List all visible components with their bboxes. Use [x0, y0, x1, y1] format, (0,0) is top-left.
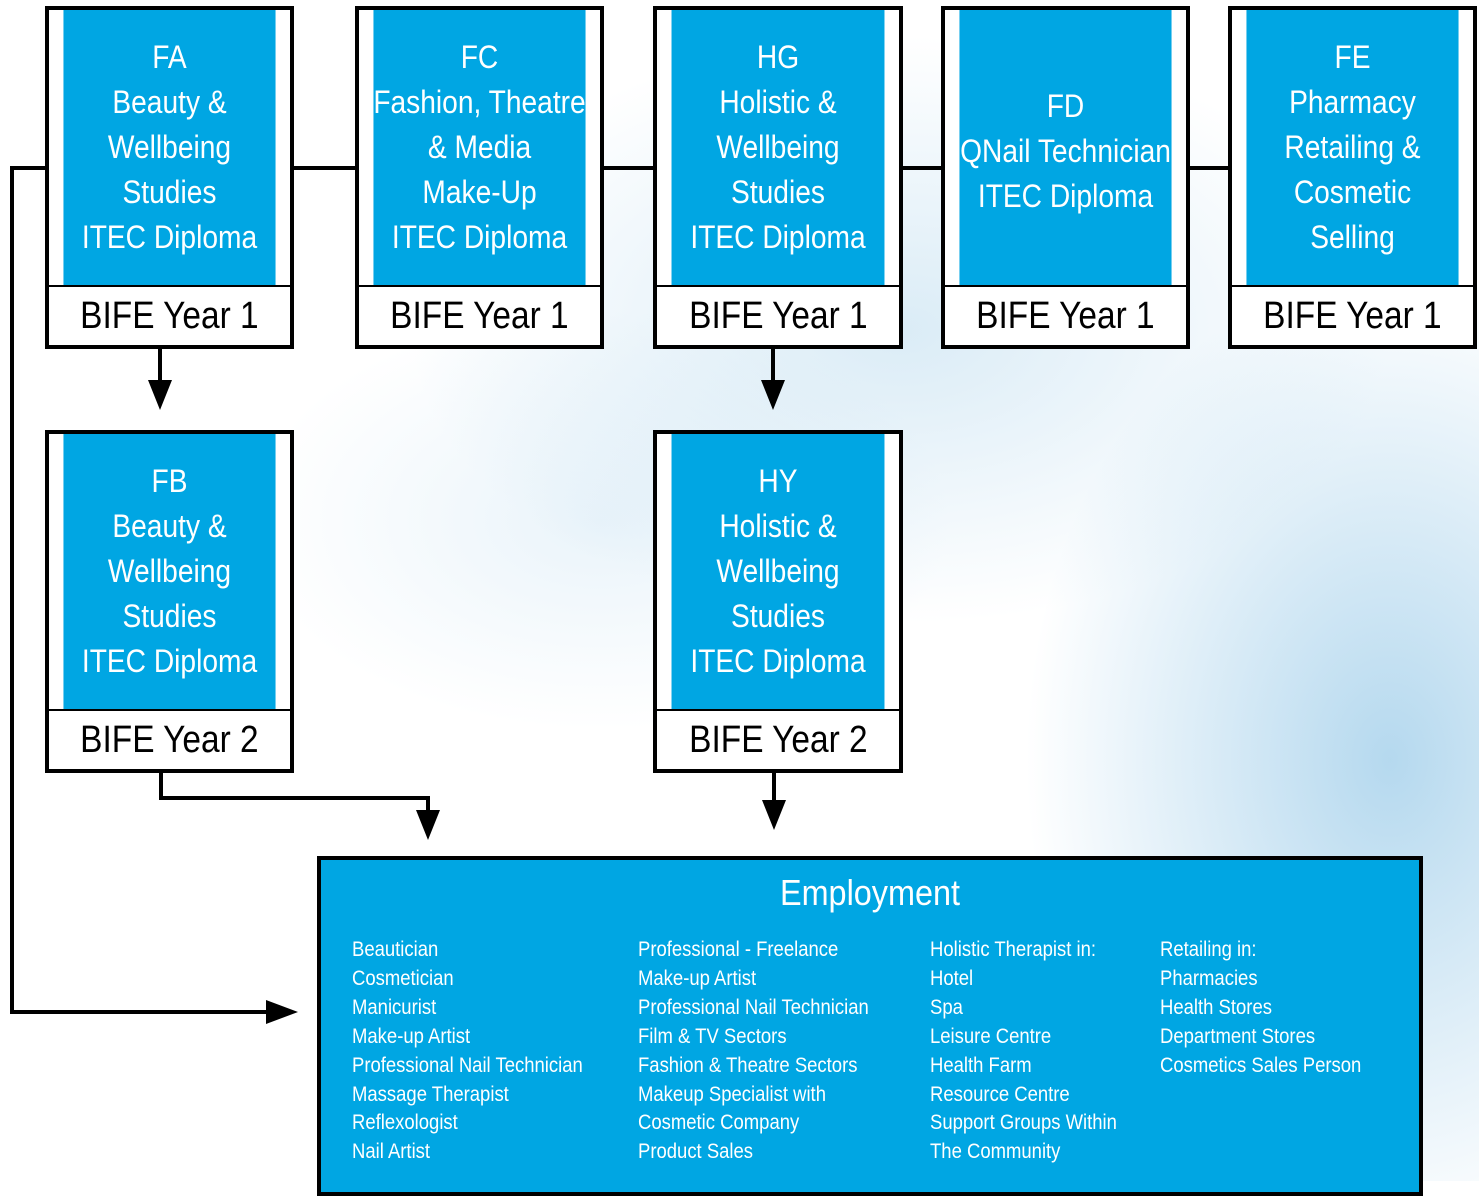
employment-box: Employment Beautician Cosmetician Manicu… [317, 856, 1423, 1196]
course-title-line: Beauty & [112, 508, 227, 544]
job-item: Make-up Artist [352, 1024, 471, 1048]
job-item: Leisure Centre [930, 1024, 1052, 1048]
course-box-hy: HY Holistic & Wellbeing Studies ITEC Dip… [653, 430, 903, 773]
course-title-line: Make-Up [422, 174, 537, 210]
job-item: Support Groups Within [930, 1111, 1117, 1135]
course-title-block: HY Holistic & Wellbeing Studies ITEC Dip… [671, 434, 885, 709]
job-item: Professional Nail Technician [638, 995, 869, 1019]
course-code: FC [460, 39, 499, 75]
course-title-line: ITEC Diploma [690, 643, 866, 679]
course-box-fe: FE Pharmacy Retailing & Cosmetic Selling… [1228, 6, 1477, 349]
arrowhead-fb-employment [416, 810, 440, 840]
course-code: FA [152, 39, 187, 75]
employment-column-beauty: Beautician Cosmetician Manicurist Make-u… [352, 936, 583, 1167]
course-title-block: FA Beauty & Wellbeing Studies ITEC Diplo… [63, 10, 276, 285]
course-title-line: QNail Technician [960, 133, 1171, 169]
course-level: BIFE Year 2 [657, 709, 899, 769]
job-item: Resource Centre [930, 1082, 1070, 1106]
job-item: Make-up Artist [638, 966, 757, 990]
course-box-fc: FC Fashion, Theatre & Media Make-Up ITEC… [355, 6, 604, 349]
course-title-line: Holistic & [719, 508, 837, 544]
employment-title: Employment [779, 872, 961, 913]
course-box-fa: FA Beauty & Wellbeing Studies ITEC Diplo… [45, 6, 294, 349]
job-item: Pharmacies [1160, 966, 1258, 990]
arrowhead-rail-employment [266, 1000, 298, 1024]
course-title-line: Studies [731, 174, 825, 210]
employment-column-makeup: Professional - Freelance Make-up Artist … [638, 936, 869, 1167]
course-title-block: FE Pharmacy Retailing & Cosmetic Selling [1246, 10, 1459, 285]
course-level: BIFE Year 1 [359, 285, 600, 345]
course-title-line: ITEC Diploma [690, 219, 866, 255]
course-level: BIFE Year 1 [657, 285, 899, 345]
course-title-block: FC Fashion, Theatre & Media Make-Up ITEC… [373, 10, 586, 285]
course-title-line: & Media [427, 129, 532, 165]
job-item: Cosmetic Company [638, 1111, 800, 1135]
job-item: The Community [930, 1140, 1061, 1164]
course-title-line: Studies [122, 598, 217, 634]
job-item: Reflexologist [352, 1111, 458, 1135]
course-title-line: Holistic & [719, 84, 837, 120]
course-title-line: Retailing & [1284, 129, 1421, 165]
job-item: Holistic Therapist in: [930, 938, 1097, 961]
job-item: Film & TV Sectors [638, 1024, 787, 1048]
course-title-line: Wellbeing [107, 129, 232, 165]
course-title-line: Studies [731, 598, 825, 634]
job-item: Makeup Specialist with [638, 1082, 826, 1106]
course-level: BIFE Year 1 [945, 285, 1186, 345]
job-item: Fashion & Theatre Sectors [638, 1053, 858, 1077]
job-item: Cosmetician [352, 966, 454, 990]
job-item: Department Stores [1160, 1024, 1316, 1048]
job-item: Product Sales [638, 1140, 754, 1164]
job-item: Hotel [930, 966, 974, 990]
course-level: BIFE Year 2 [49, 709, 290, 769]
job-item: Nail Artist [352, 1140, 431, 1164]
course-box-fb: FB Beauty & Wellbeing Studies ITEC Diplo… [45, 430, 294, 773]
course-title-line: Cosmetic [1293, 174, 1412, 210]
job-item: Retailing in: [1160, 938, 1257, 961]
course-code: HY [758, 463, 798, 499]
course-code: FB [151, 463, 188, 499]
course-title-line: Wellbeing [716, 129, 840, 165]
course-title-line: Selling [1310, 219, 1395, 255]
course-title-line: ITEC Diploma [391, 219, 568, 255]
job-item: Manicurist [352, 995, 437, 1019]
job-item: Health Farm [930, 1053, 1032, 1077]
course-title-line: ITEC Diploma [977, 178, 1154, 214]
course-title-line: Studies [122, 174, 217, 210]
job-item: Health Stores [1160, 995, 1272, 1019]
course-title-line: ITEC Diploma [81, 219, 258, 255]
course-title-block: FD QNail Technician ITEC Diploma [959, 10, 1172, 285]
course-box-fd: FD QNail Technician ITEC Diploma BIFE Ye… [941, 6, 1190, 349]
course-title-line: Wellbeing [107, 553, 232, 589]
course-title-line: Pharmacy [1289, 84, 1416, 120]
course-title-block: FB Beauty & Wellbeing Studies ITEC Diplo… [63, 434, 276, 709]
course-box-hg: HG Holistic & Wellbeing Studies ITEC Dip… [653, 6, 903, 349]
job-item: Professional Nail Technician [352, 1053, 583, 1077]
course-code: FE [1334, 39, 1371, 75]
course-title-line: Beauty & [112, 84, 227, 120]
course-code: HG [756, 39, 800, 75]
course-title-line: Fashion, Theatre [373, 84, 586, 120]
job-item: Cosmetics Sales Person [1160, 1053, 1362, 1077]
arrowhead-hy-employment [762, 800, 786, 830]
job-item: Professional - Freelance [638, 938, 839, 961]
job-item: Massage Therapist [352, 1082, 509, 1106]
course-level: BIFE Year 1 [1232, 285, 1473, 345]
course-code: FD [1046, 88, 1085, 124]
course-title-line: Wellbeing [716, 553, 840, 589]
job-item: Spa [930, 995, 963, 1019]
fb-to-employment-line [159, 772, 430, 814]
arrowhead-fa-fb [148, 380, 172, 410]
arrowhead-hg-hy [761, 380, 785, 410]
course-title-block: HG Holistic & Wellbeing Studies ITEC Dip… [671, 10, 885, 285]
course-level: BIFE Year 1 [49, 285, 290, 345]
employment-column-holistic: Holistic Therapist in: Hotel Spa Leisure… [930, 936, 1117, 1167]
course-title-line: ITEC Diploma [81, 643, 258, 679]
job-item: Beautician [352, 938, 439, 961]
employment-column-retail: Retailing in: Pharmacies Health Stores D… [1160, 936, 1361, 1081]
